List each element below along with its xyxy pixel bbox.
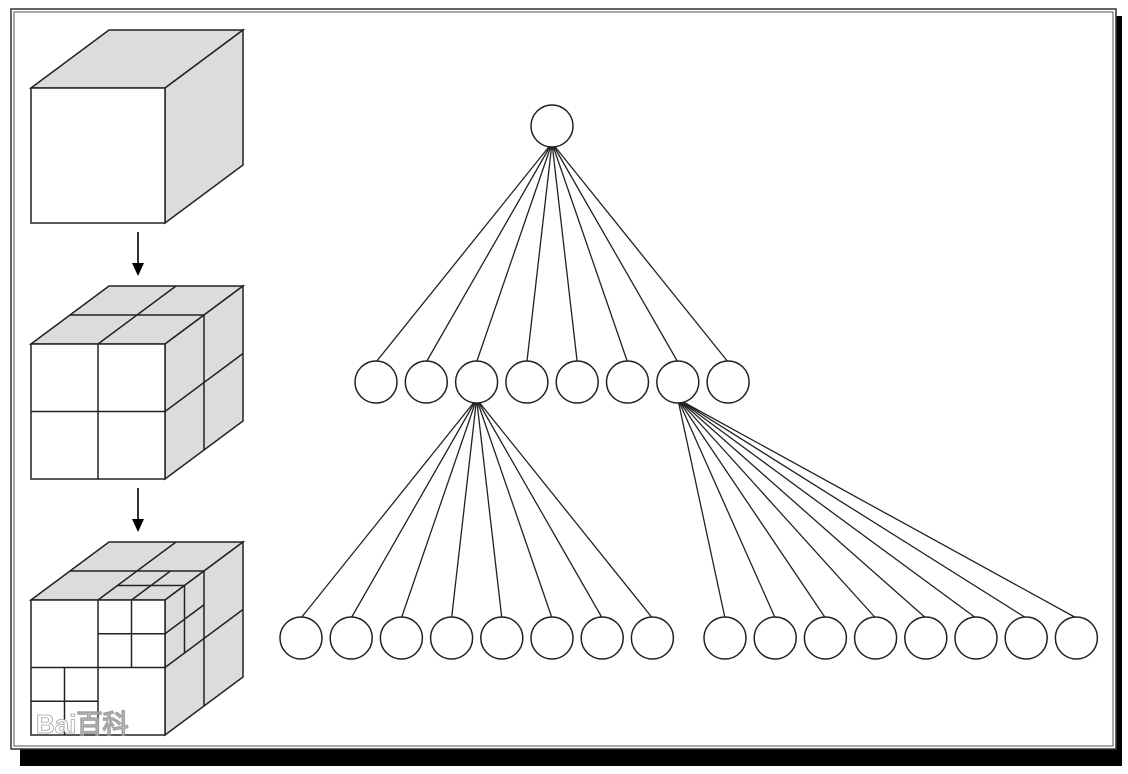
tree-edge-leaf [475,398,553,619]
tree-node-level-2 [853,616,898,660]
tree-node-level-2 [480,616,524,660]
tree-edge-root-child [425,142,553,363]
tree-node-level-1 [404,360,449,404]
tree-edge-root-child [551,142,578,363]
tree-edge-leaf [450,398,478,619]
tree-node-level-2 [530,616,574,660]
tree-edge-root-child [475,142,553,363]
octree-tree [279,104,1099,660]
right-divider [164,352,244,413]
tree-edges [300,142,1077,619]
tree-edge-root-child [526,142,553,363]
tree-edge-leaf [677,398,877,619]
tree-node-level-2 [279,616,323,660]
subdivision-arrows [132,232,144,532]
tree-node-level-1 [706,360,750,404]
tree-edge-leaf [476,398,603,619]
watermark-text: Bai百科 [36,709,128,739]
tree-edge-leaf [300,398,478,619]
tree-node-level-2 [753,616,797,660]
frame-inner-border [13,11,1114,747]
cube-level-1 [28,28,246,225]
tree-node-level-2 [954,616,998,660]
arrow-head [132,263,144,276]
tree-edge-leaf [677,398,826,619]
tree-node-level-2 [1004,616,1048,660]
tree-edge-root-child [551,142,679,363]
cube-level-2 [28,284,246,481]
tree-node-level-2 [429,616,474,660]
tree-node-level-1 [505,360,549,404]
tree-node-level-2 [1054,616,1099,660]
right-divider [164,608,244,669]
tree-node-level-2 [703,616,747,660]
tree-node-level-1 [555,360,599,404]
subdivision-cubes [28,28,246,737]
tree-edge-leaf [677,398,776,619]
tree-node-level-2 [329,616,373,660]
tree-node-level-2 [379,616,424,660]
tree-edge-leaf [677,398,1027,619]
tree-edge-leaf [350,398,478,619]
arrow-head [132,519,144,532]
tree-node-level-2 [580,616,624,660]
down-arrow-icon [132,488,144,532]
right-sub-divider [164,604,205,635]
tree-edge-leaf [476,398,653,619]
tree-node-level-1 [354,360,398,404]
tree-edge-leaf [677,398,927,619]
tree-node-level-1 [605,360,650,404]
tree-edge-leaf [475,398,503,619]
tree-edge-leaf [400,398,478,619]
tree-node-level-2 [904,616,948,660]
tree-node-level-2 [803,616,848,660]
tree-node-root [530,104,574,148]
down-arrow-icon [132,232,144,276]
tree-nodes [279,104,1099,660]
tree-edge-root-child [551,142,729,363]
tree-node-level-1 [656,360,700,404]
tree-edge-leaf [677,398,977,619]
tree-edge-root-child [375,142,553,363]
tree-edge-leaf [677,398,1077,619]
cube-level-3 [28,540,246,737]
tree-node-level-1 [454,360,499,404]
cube-front-face [30,87,166,224]
tree-edge-root-child [551,142,629,363]
tree-edge-leaf [677,398,726,619]
tree-node-level-2 [630,616,675,660]
